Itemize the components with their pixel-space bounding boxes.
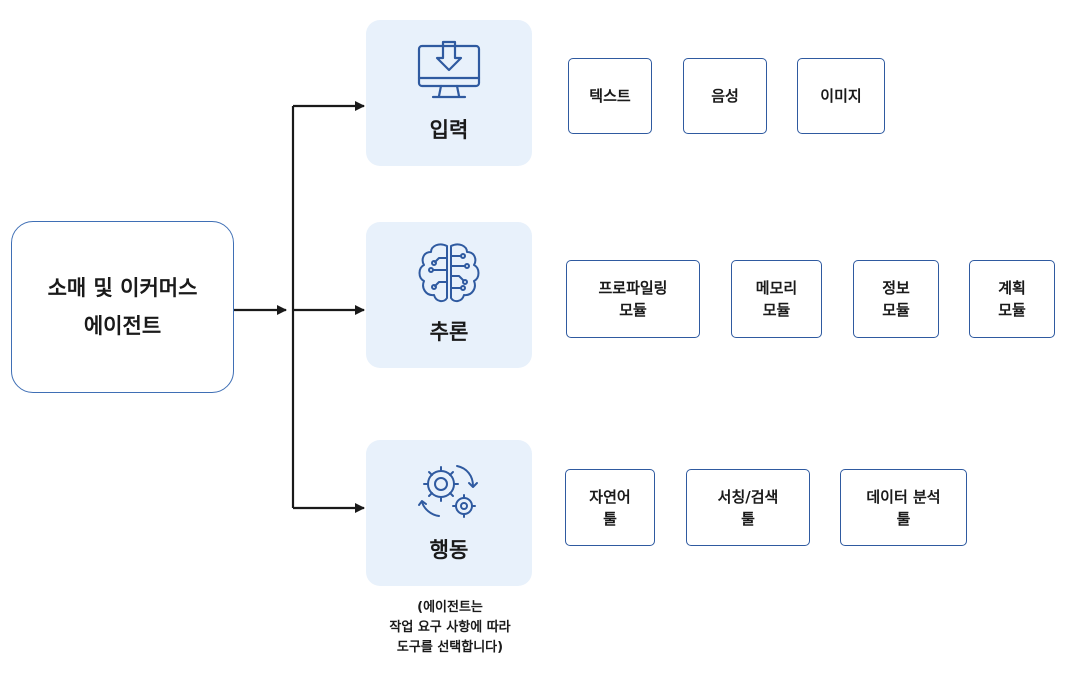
agent-box: 소매 및 이커머스 에이전트: [11, 221, 234, 393]
stage-reasoning-label: 추론: [429, 320, 469, 344]
gears-cycle-icon: [418, 465, 478, 518]
stage-input: 입력: [366, 20, 532, 166]
item-planning-line1: 계획: [998, 279, 1026, 297]
item-natural-language-tool: 자연어 툴: [565, 469, 655, 546]
item-voice-label: 음성: [711, 87, 739, 105]
item-analysis-line1: 데이터 분석: [866, 487, 941, 506]
item-info-line2: 모듈: [882, 301, 910, 319]
agent-title-line2: 에이전트: [83, 314, 162, 338]
item-memory-line1: 메모리: [755, 279, 798, 297]
item-profiling-line1: 프로파일링: [598, 279, 668, 297]
item-search-line2: 툴: [741, 509, 755, 528]
item-planning-line2: 모듈: [998, 301, 1026, 319]
item-info-line1: 정보: [882, 279, 910, 297]
action-note-line2: 작업 요구 사항에 따라: [389, 620, 511, 635]
stage-input-label: 입력: [429, 118, 469, 142]
item-search-tool: 서칭/검색 툴: [686, 469, 810, 546]
stage-action: 행동: [366, 440, 532, 586]
item-analysis-line2: 툴: [896, 509, 911, 528]
item-text: 텍스트: [568, 58, 652, 134]
item-memory-line2: 모듈: [762, 301, 791, 319]
item-info-module: 정보 모듈: [853, 260, 939, 338]
item-search-line1: 서칭/검색: [717, 487, 779, 506]
item-image-label: 이미지: [820, 87, 862, 105]
item-data-analysis-tool: 데이터 분석 툴: [840, 469, 967, 546]
monitor-download-icon: [417, 40, 481, 99]
stage-action-label: 행동: [429, 538, 469, 562]
item-memory-module: 메모리 모듈: [731, 260, 822, 338]
action-note-line3: 도구를 선택합니다): [396, 640, 504, 655]
stage-reasoning: 추론: [366, 222, 532, 368]
item-image: 이미지: [797, 58, 885, 134]
item-text-label: 텍스트: [589, 87, 631, 105]
agent-title-line1: 소매 및 이커머스: [47, 276, 198, 300]
item-profiling-line2: 모듈: [619, 301, 647, 319]
item-profiling-module: 프로파일링 모듈: [566, 260, 700, 338]
item-nl-line2: 툴: [603, 509, 617, 528]
item-planning-module: 계획 모듈: [969, 260, 1055, 338]
brain-circuit-icon: [418, 243, 480, 303]
action-note-line1: (에이전트는: [417, 600, 483, 615]
item-nl-line1: 자연어: [589, 487, 631, 506]
item-voice: 음성: [683, 58, 767, 134]
action-note: (에이전트는 작업 요구 사항에 따라 도구를 선택합니다): [360, 598, 540, 658]
